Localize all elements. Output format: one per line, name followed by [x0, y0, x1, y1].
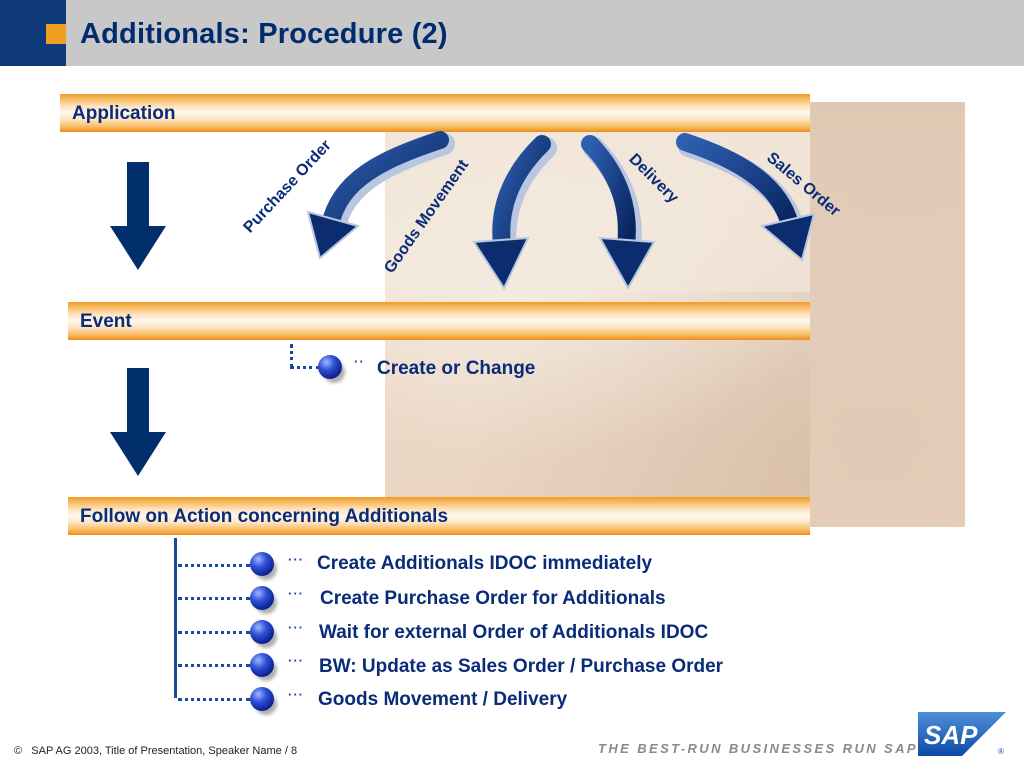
event-item-text: Create or Change [377, 358, 536, 379]
curved-arrow-icon [581, 135, 656, 291]
tick-mark: ··· [288, 620, 304, 635]
bullet-ball-icon [250, 552, 274, 576]
application-bar: Application [60, 94, 810, 132]
tick-mark: ·· [354, 354, 365, 369]
application-label: Application [72, 103, 176, 124]
tick-mark: ··· [288, 552, 304, 567]
footer-copyright: © SAP AG 2003, Title of Presentation, Sp… [14, 745, 297, 757]
tick-mark: ··· [288, 586, 304, 601]
event-bar: Event [68, 302, 810, 340]
svg-text:®: ® [998, 747, 1004, 756]
copyright-symbol: © [14, 745, 23, 757]
event-connector-horizontal [290, 366, 320, 369]
curved-arrow-icon [676, 133, 816, 262]
background-photo-fade [385, 102, 810, 292]
bullet-ball-icon [318, 355, 342, 379]
sap-logo-icon: SAP ® [918, 712, 1006, 756]
follow-connector-horizontal [178, 631, 250, 634]
follow-connector-horizontal [178, 597, 250, 600]
follow-item-text: Create Additionals IDOC immediately [317, 553, 653, 574]
follow-on-action-bar: Follow on Action concerning Additionals [68, 497, 810, 535]
bullet-ball-icon [250, 687, 274, 711]
event-connector-vertical [290, 344, 293, 368]
tick-mark: ··· [288, 687, 304, 702]
sap-logo-text: SAP [924, 720, 978, 750]
follow-connector-horizontal [178, 664, 250, 667]
background-photo-right [810, 102, 965, 527]
curved-arrow-icon [306, 131, 455, 260]
follow-item-text: Wait for external Order of Additionals I… [319, 622, 709, 643]
title-square-icon [46, 24, 66, 44]
follow-on-action-label: Follow on Action concerning Additionals [80, 506, 449, 527]
follow-item-text: Create Purchase Order for Additionals [320, 588, 666, 609]
event-label: Event [80, 311, 132, 332]
follow-connector-vertical [174, 538, 177, 698]
follow-connector-horizontal [178, 698, 250, 701]
copyright-text: SAP AG 2003, Title of Presentation, Spea… [31, 745, 298, 757]
page-title: Additionals: Procedure (2) [80, 18, 448, 50]
follow-item-text: BW: Update as Sales Order / Purchase Ord… [319, 656, 724, 677]
tick-mark: ··· [288, 653, 304, 668]
follow-connector-horizontal [178, 564, 250, 567]
down-arrow-icon [110, 162, 166, 270]
title-bar [0, 0, 1024, 66]
curved-arrow-icon [472, 135, 557, 291]
bullet-ball-icon [250, 620, 274, 644]
follow-item-text: Goods Movement / Delivery [318, 689, 568, 710]
bullet-ball-icon [250, 586, 274, 610]
down-arrow-icon [110, 368, 166, 476]
curved-arrows [306, 131, 816, 291]
footer-tagline: THE BEST-RUN BUSINESSES RUN SAP [598, 741, 918, 756]
bullet-ball-icon [250, 653, 274, 677]
